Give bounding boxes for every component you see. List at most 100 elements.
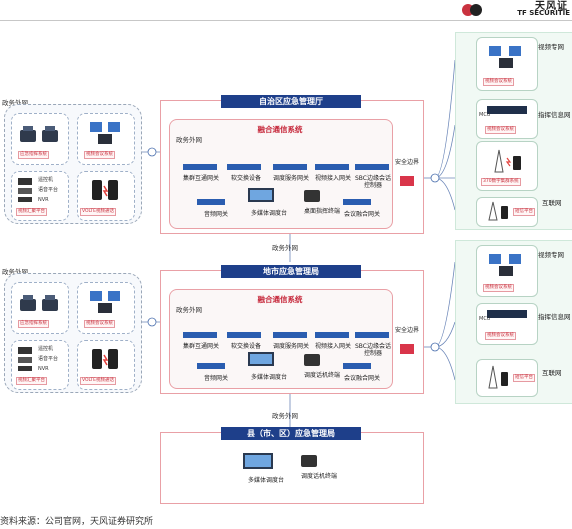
tier1-device-1: 集群互通网关 — [182, 156, 220, 182]
right-top-panel: 视频会议系统 视频专网 MCU 视频会议系统 指挥信息网 370数字集群系统 互… — [455, 32, 572, 230]
tier1-device-2: 软交换设备 — [226, 156, 266, 182]
cell-tower-icon — [488, 201, 508, 221]
tier1-bottom-2: 多媒体调度台 — [246, 186, 292, 217]
left-bottom-sub-4: VOLTE视频通话 — [77, 340, 135, 390]
device-label: 调度服务网关 — [272, 175, 309, 182]
device-label: 视频接入网关 — [314, 343, 351, 350]
cell-tower-icon — [488, 365, 508, 389]
mcu-icon — [487, 106, 527, 114]
mcu-label: MCU — [479, 316, 491, 322]
remote-label: 遥控机 — [38, 346, 54, 352]
mobile-phone-icon — [92, 180, 118, 200]
tag-emergency-system: 应急指挥系统 — [18, 320, 49, 328]
device-label: SBC边缘会话控制器 — [354, 175, 391, 189]
device-label: 音频网关 — [203, 211, 228, 218]
video-terminal-icon — [489, 46, 521, 68]
tier2-bottom-4: 会议融合网关 — [342, 356, 382, 382]
right-top-video-net: 视频会议系统 — [476, 37, 538, 91]
nvr-device-icon — [18, 178, 32, 202]
right-bottom-video-net: 视频会议系统 — [476, 245, 538, 297]
tag-volte: VOLTE视频通话 — [80, 377, 117, 385]
tag-video-aggregation: 视频汇聚平台 — [16, 208, 47, 216]
voice-platform-label: 语音平台 — [38, 356, 59, 362]
right-bottom-internet: 短信平台 — [476, 359, 538, 397]
tier3-device-2: 调度话机终端 — [299, 453, 339, 480]
router-icon — [183, 332, 217, 338]
tier1-bottom-4: 会议融合网关 — [342, 192, 382, 218]
tag-video-conf: 视频会议系统 — [84, 151, 115, 159]
tier1-device-4: 视频接入网关 — [314, 156, 352, 182]
tier2-device-2: 软交换设备 — [226, 324, 266, 350]
tier1-core: 融合通信系统 政务外网 集群互通网关 软交换设备 调度服务网关 视频接入网关 S… — [169, 119, 393, 229]
gateway-icon — [197, 199, 225, 205]
voice-platform-label: 语音平台 — [38, 187, 59, 193]
device-label: 集群互通网关 — [182, 343, 219, 350]
right-bottom-panel: 视频会议系统 视频专网 MCU 视频会议系统 指挥信息网 互联网 短信平台 — [455, 240, 572, 404]
left-top-sub-4: VOLTE视频通话 — [77, 171, 135, 221]
gateway-icon — [343, 363, 371, 369]
nvr-label: NVR — [38, 366, 49, 372]
tier2-core-title: 融合通信系统 — [257, 295, 303, 304]
tier2-device-4: 视频接入网关 — [314, 324, 352, 350]
device-label: 集群互通网关 — [182, 175, 219, 182]
gateway-icon — [197, 363, 225, 369]
tier1-title: 自治区应急管理厅 — [221, 95, 361, 108]
device-label: 软交换设备 — [230, 175, 261, 182]
tier2-bottom-3: 调度话机终端 — [302, 352, 342, 379]
internet-label: 互联网 — [542, 369, 562, 377]
internet-label: 互联网 — [542, 199, 562, 207]
router-icon — [315, 332, 349, 338]
tier2-security-border-label: 安全边界 — [395, 327, 420, 334]
nvr-device-icon — [18, 347, 32, 371]
device-label: 软交换设备 — [230, 343, 261, 350]
tier1-security-border-label: 安全边界 — [395, 159, 420, 166]
left-bottom-net-label: 政务外网 — [2, 268, 28, 276]
device-label: 会议融合网关 — [343, 375, 380, 382]
tag-trunk-system: 370数字集群系统 — [481, 178, 521, 186]
right-top-internet: 短信平台 — [476, 197, 538, 227]
tag-video-conf: 视频会议系统 — [84, 320, 115, 328]
left-bottom-sub-3: 遥控机 语音平台 NVR 视频汇聚平台 — [11, 340, 69, 390]
tag-emergency-system: 应急指挥系统 — [18, 151, 49, 159]
brand-logo: 天风证 TF SECURITIE — [460, 0, 572, 20]
device-label: 调度话机终端 — [303, 372, 340, 379]
device-label: 多媒体调度台 — [250, 374, 287, 381]
tier2-device-5: SBC边缘会话控制器 — [354, 324, 392, 357]
mobile-phone-icon — [92, 349, 118, 369]
video-terminal-icon — [489, 254, 521, 276]
link-node — [430, 173, 440, 183]
command-info-net-label: 指挥信息网 — [538, 111, 571, 119]
router-icon — [355, 164, 389, 170]
video-private-net-label: 视频专网 — [538, 251, 564, 259]
device-label: 调度服务网关 — [272, 343, 309, 350]
tier3-region: 县（市、区）应急管理局 多媒体调度台 调度话机终端 — [160, 427, 424, 504]
tag-sms-platform: 短信平台 — [513, 374, 535, 382]
logo-chinese-text: 天风证 — [535, 1, 568, 12]
device-label: 桌面指挥终端 — [303, 208, 340, 215]
header-rule — [0, 20, 572, 21]
tag-video-conf-mcu: 视频会议系统 — [485, 332, 516, 340]
gov-extranet-label-2: 政务外网 — [272, 412, 298, 420]
tier1-bottom-3: 桌面指挥终端 — [302, 188, 342, 215]
router-icon — [227, 332, 261, 338]
tier2-region: 地市应急管理局 融合通信系统 政务外网 集群互通网关 软交换设备 调度服务网关 … — [160, 265, 424, 394]
dispatch-console-icon — [248, 352, 274, 366]
desk-phone-icon — [304, 354, 320, 366]
gov-extranet-label-1: 政务外网 — [272, 244, 298, 252]
left-top-sub-1: 应急指挥系统 — [11, 113, 69, 165]
gateway-icon — [343, 199, 371, 205]
left-bottom-sub-2: 视频会议系统 — [77, 282, 135, 334]
tier1-core-title: 融合通信系统 — [257, 125, 303, 134]
dispatch-console-icon — [248, 188, 274, 202]
tag-video-conf: 视频会议系统 — [483, 78, 514, 86]
device-label: 音频网关 — [203, 375, 228, 382]
link-node — [430, 342, 440, 352]
mcu-label: MCU — [479, 112, 491, 118]
left-top-net-label: 政务外网 — [2, 99, 28, 107]
command-info-net-label: 指挥信息网 — [538, 313, 571, 321]
tier1-bottom-1: 音频网关 — [196, 192, 236, 218]
radio-tower-icon — [494, 149, 521, 173]
tier1-device-5: SBC边缘会话控制器 — [354, 156, 392, 189]
video-private-net-label: 视频专网 — [538, 43, 564, 51]
right-top-trunk: 370数字集群系统 — [476, 141, 538, 191]
